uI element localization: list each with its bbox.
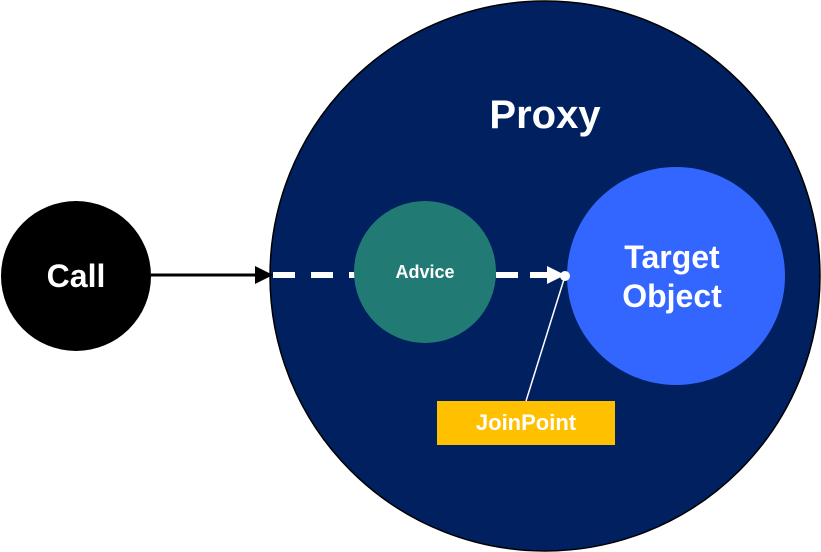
advice-circle [354,201,496,343]
call-arrow-head [255,266,273,284]
joinpoint-box [437,401,615,445]
call-label: Call [47,258,106,294]
target-object-label-line2: Object [622,278,722,314]
proxy-label: Proxy [489,93,601,137]
call-circle [1,201,151,351]
joinpoint-label: JoinPoint [476,410,577,435]
joinpoint-dot [560,271,570,281]
joinpoint-pointer-line [525,275,566,402]
advice-label: Advice [395,262,454,282]
target-object-label-line1: Target [624,239,720,275]
advice-to-target-arrow-head [547,266,565,284]
target-object-circle [567,167,785,385]
